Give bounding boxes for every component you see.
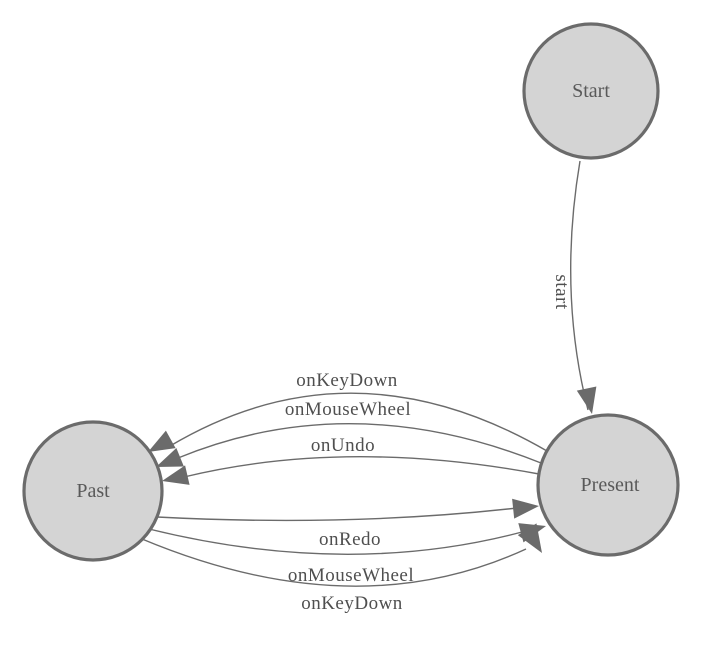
edge-line[interactable]	[177, 423, 542, 464]
edge-label-onmousewheel-top: onMouseWheel	[285, 399, 411, 420]
edge-line[interactable]	[183, 456, 540, 478]
edge-past-to-present-onredo[interactable]: onRedo	[156, 496, 540, 552]
edge-past-to-present-onmousewheel[interactable]: onMouseWheel	[148, 516, 549, 588]
edge-line[interactable]	[148, 528, 523, 555]
edge-label-start: start	[551, 274, 572, 309]
edge-start-line[interactable]	[570, 160, 589, 411]
edge-line[interactable]	[169, 392, 548, 452]
node-present[interactable]: Present	[536, 413, 680, 557]
arrowhead	[576, 386, 597, 414]
edge-present-to-past-onkeydown[interactable]: onKeyDown	[143, 369, 548, 461]
node-present-label: Present	[581, 474, 640, 496]
edge-present-to-past-onmousewheel[interactable]: onMouseWheel	[152, 398, 542, 476]
node-start-circle[interactable]	[522, 22, 660, 160]
arrowhead	[156, 447, 184, 467]
arrowhead	[148, 430, 176, 452]
edge-present-to-past-onundo[interactable]: onUndo	[160, 434, 540, 491]
node-start[interactable]: Start	[522, 22, 660, 160]
edge-start-to-present[interactable]: start	[550, 160, 602, 416]
edge-line[interactable]	[141, 538, 527, 587]
node-past[interactable]: Past	[22, 420, 164, 562]
edge-label-onredo: onRedo	[319, 529, 381, 550]
edge-label-onmousewheel-bottom: onMouseWheel	[288, 565, 414, 586]
arrowhead	[162, 465, 190, 485]
edge-label-onundo: onUndo	[311, 435, 375, 456]
node-present-circle[interactable]	[536, 413, 680, 557]
arrowhead	[517, 523, 542, 553]
node-start-label: Start	[572, 80, 610, 102]
edge-label-onkeydown-bottom: onKeyDown	[301, 593, 403, 614]
arrowhead	[512, 498, 539, 519]
edge-past-to-present-onkeydown[interactable]: onKeyDown	[141, 523, 551, 616]
node-past-label: Past	[76, 480, 110, 502]
node-past-circle[interactable]	[22, 420, 164, 562]
edge-label-onkeydown-top: onKeyDown	[296, 370, 398, 391]
edge-line[interactable]	[156, 507, 518, 522]
